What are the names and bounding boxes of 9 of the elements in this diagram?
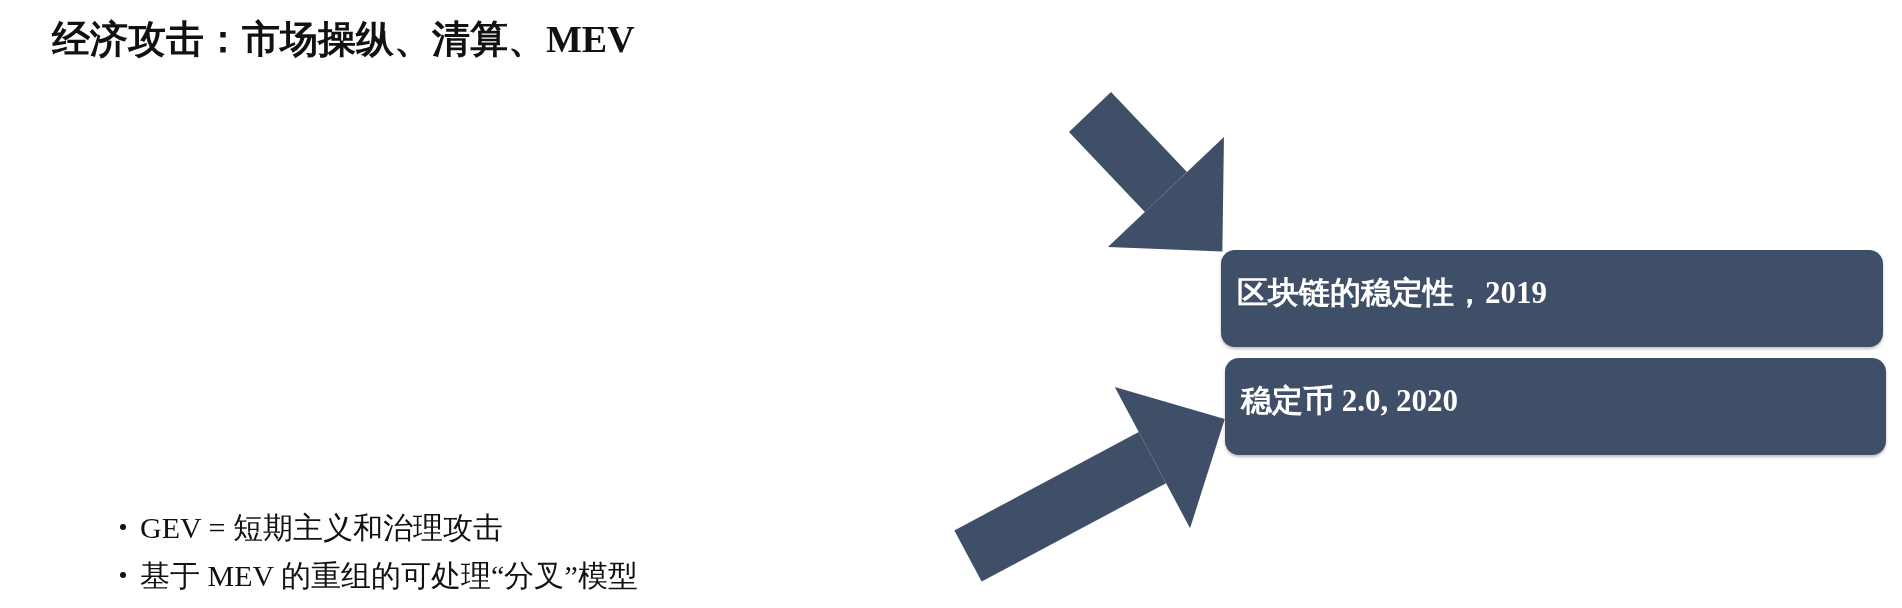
block-arrow: [1068, 92, 1224, 252]
rounded-box: [1225, 358, 1886, 455]
block-arrow: [954, 387, 1225, 582]
bullet-text: GEV = 短期主义和治理攻击: [140, 510, 504, 546]
bullet-text: 基于 MEV 的重组的可处理“分叉”模型: [140, 558, 638, 594]
rounded-box: [1221, 250, 1883, 347]
slide-title: 经济攻击：市场操纵、清算、MEV: [52, 17, 635, 62]
box-text: 区块链的稳定性，2019: [1237, 274, 1547, 312]
box-text: 稳定币 2.0, 2020: [1241, 382, 1458, 420]
